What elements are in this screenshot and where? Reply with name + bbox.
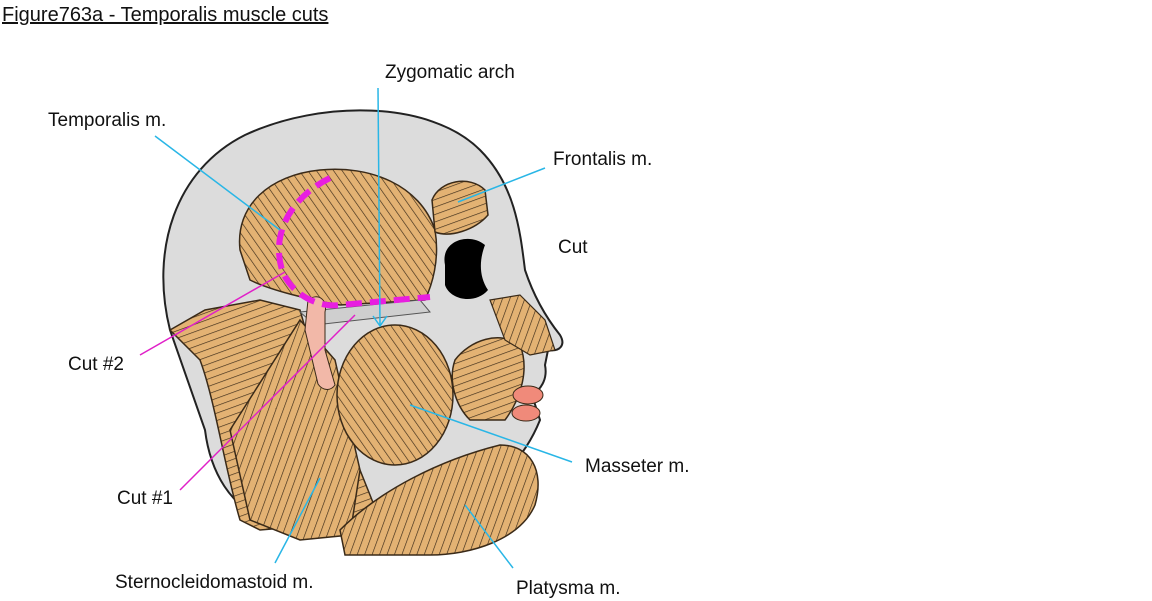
eye-socket bbox=[444, 238, 488, 300]
label-platysma: Platysma m. bbox=[516, 578, 621, 599]
cut-line bbox=[275, 175, 431, 309]
label-sternocleidomastoid: Sternocleidomastoid m. bbox=[115, 572, 314, 593]
figure-title: Figure763a - Temporalis muscle cuts bbox=[2, 4, 329, 26]
label-cut-2: Cut #2 bbox=[68, 354, 124, 375]
label-zygomatic-arch: Zygomatic arch bbox=[385, 62, 515, 83]
facial-muscles bbox=[451, 337, 525, 421]
masseter-muscle bbox=[336, 324, 454, 466]
lower-lip bbox=[511, 404, 541, 422]
mastoid-process bbox=[304, 296, 336, 390]
label-cut: Cut bbox=[558, 237, 588, 258]
platysma-muscle bbox=[339, 444, 539, 556]
magenta-leader-lines bbox=[139, 271, 356, 491]
label-frontalis: Frontalis m. bbox=[553, 149, 653, 170]
label-masseter: Masseter m. bbox=[585, 456, 690, 477]
cyan-leader-lines bbox=[154, 87, 573, 569]
upper-lip bbox=[512, 385, 544, 405]
nasal-muscles bbox=[489, 294, 556, 356]
frontalis-muscle bbox=[431, 180, 489, 235]
label-temporalis: Temporalis m. bbox=[48, 110, 167, 131]
label-cut-1: Cut #1 bbox=[117, 488, 173, 509]
